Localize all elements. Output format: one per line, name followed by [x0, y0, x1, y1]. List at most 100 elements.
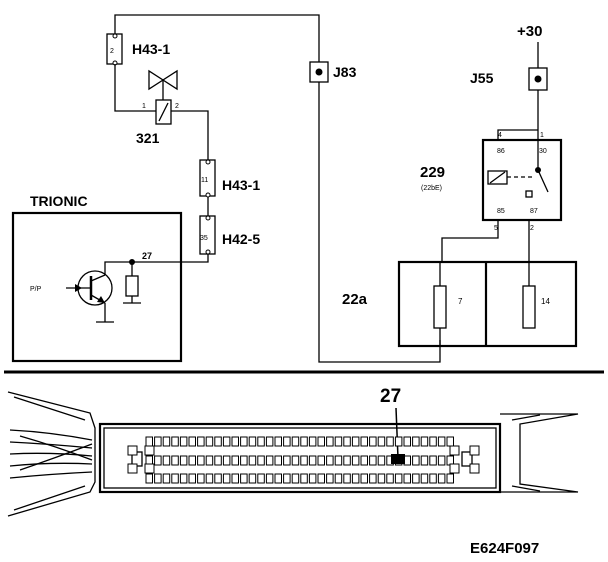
- connector-pin: [469, 463, 480, 474]
- connector-pin: [369, 473, 377, 484]
- connector-pin: [449, 463, 460, 474]
- connector-pin: [197, 473, 205, 484]
- connector-pin: [214, 455, 222, 466]
- label-h42-5: H42-5: [222, 231, 260, 247]
- connector-pin: [283, 473, 291, 484]
- connector-pin: [265, 473, 274, 484]
- connector-pin: [394, 473, 403, 484]
- connector-pin: [420, 455, 429, 466]
- connector-pin: [394, 436, 403, 447]
- figure-code: E624F097: [470, 540, 539, 557]
- connector-pin: [283, 436, 291, 447]
- connector-pin: [291, 473, 300, 484]
- connector-pin: [179, 436, 188, 447]
- connector-pin: [334, 473, 343, 484]
- connector-pin: [446, 473, 454, 484]
- connector-pin: [144, 463, 155, 474]
- connector-pin: [197, 455, 205, 466]
- label-321: 321: [136, 130, 160, 146]
- connector-pin: [283, 455, 291, 466]
- connector-pin: [403, 473, 411, 484]
- pin-h42-5: 35: [200, 235, 208, 242]
- connector-pin: [300, 473, 308, 484]
- connector-pin: [343, 473, 351, 484]
- ecu-connector-view: [7, 391, 579, 517]
- connector-pin: [240, 436, 248, 447]
- connector-pin: [386, 436, 394, 447]
- connector-pin: [360, 436, 368, 447]
- relay-terminal-86: 86: [497, 148, 505, 155]
- connector-pin: [231, 473, 239, 484]
- connector-pin: [360, 455, 368, 466]
- connector-pin: [127, 463, 138, 474]
- connector-pin: [257, 436, 265, 447]
- connector-pin: [197, 436, 205, 447]
- connector-pin: [326, 455, 334, 466]
- connector-pin: [205, 436, 214, 447]
- label-j55: J55: [470, 70, 494, 86]
- connector-pin: [265, 455, 274, 466]
- connector-pin: [154, 473, 162, 484]
- connector-h42-5: 35: [132, 215, 216, 263]
- connector-pin: [171, 473, 179, 484]
- connector-pin: [127, 445, 138, 456]
- connector-pin: [412, 436, 420, 447]
- connector-pin: [257, 455, 265, 466]
- connector-pin: [171, 455, 179, 466]
- connector-pin: [291, 436, 300, 447]
- connector-pin: [231, 455, 239, 466]
- connector-pin: [351, 473, 360, 484]
- label-h43-1-bottom: H43-1: [222, 177, 260, 193]
- connector-pin: [162, 436, 171, 447]
- junction-j83: [309, 61, 329, 83]
- label-trionic: TRIONIC: [30, 193, 88, 209]
- fuse-7: 7: [458, 297, 463, 306]
- fusebox-22a: 7 14: [397, 260, 578, 348]
- connector-pin: [145, 473, 153, 484]
- connector-pin: [377, 455, 386, 466]
- connector-pin: [274, 473, 282, 484]
- connector-pin: [351, 455, 360, 466]
- connector-pin: [248, 455, 257, 466]
- connector-pin: [291, 455, 300, 466]
- relay-terminal-5: 5: [494, 225, 498, 232]
- connector-pin: [205, 473, 214, 484]
- connector-pin: [162, 455, 171, 466]
- connector-pin: [343, 436, 351, 447]
- connector-pin: [300, 436, 308, 447]
- connector-pin: [369, 455, 377, 466]
- connector-pin: [469, 445, 480, 456]
- connector-pin: [351, 436, 360, 447]
- connector-pin: [145, 436, 153, 447]
- connector-pin: [317, 473, 325, 484]
- connector-pin: [334, 455, 343, 466]
- connector-pin: [248, 436, 257, 447]
- connector-pin: [446, 436, 454, 447]
- pin-h43-1-bottom: 11: [201, 177, 208, 184]
- label-plus30: +30: [517, 23, 542, 40]
- connector-pin: [449, 445, 460, 456]
- connector-pin: [214, 436, 222, 447]
- connector-pin: [377, 436, 386, 447]
- label-pin-27-callout: 27: [380, 386, 401, 407]
- connector-pin: [188, 473, 196, 484]
- connector-pin: [188, 455, 196, 466]
- connector-pin: [171, 436, 179, 447]
- relay-terminal-4: 4: [498, 132, 502, 139]
- connector-pin: [222, 473, 231, 484]
- connector-pin: [248, 473, 257, 484]
- connector-pin: [412, 473, 420, 484]
- input-pp: P/P: [30, 286, 42, 293]
- valve-pin-2: 2: [175, 103, 179, 110]
- connector-pin: [420, 436, 429, 447]
- valve-321: 1 2: [114, 64, 209, 160]
- connector-pin: [188, 436, 196, 447]
- label-22a: 22a: [342, 291, 368, 308]
- connector-pin: [403, 436, 411, 447]
- connector-pin: [429, 436, 437, 447]
- relay-terminal-2: 2: [530, 225, 534, 232]
- pin-h43-1-top: 2: [110, 48, 114, 55]
- label-229-sub: (22bE): [421, 185, 442, 192]
- relay-terminal-30: 30: [539, 148, 547, 155]
